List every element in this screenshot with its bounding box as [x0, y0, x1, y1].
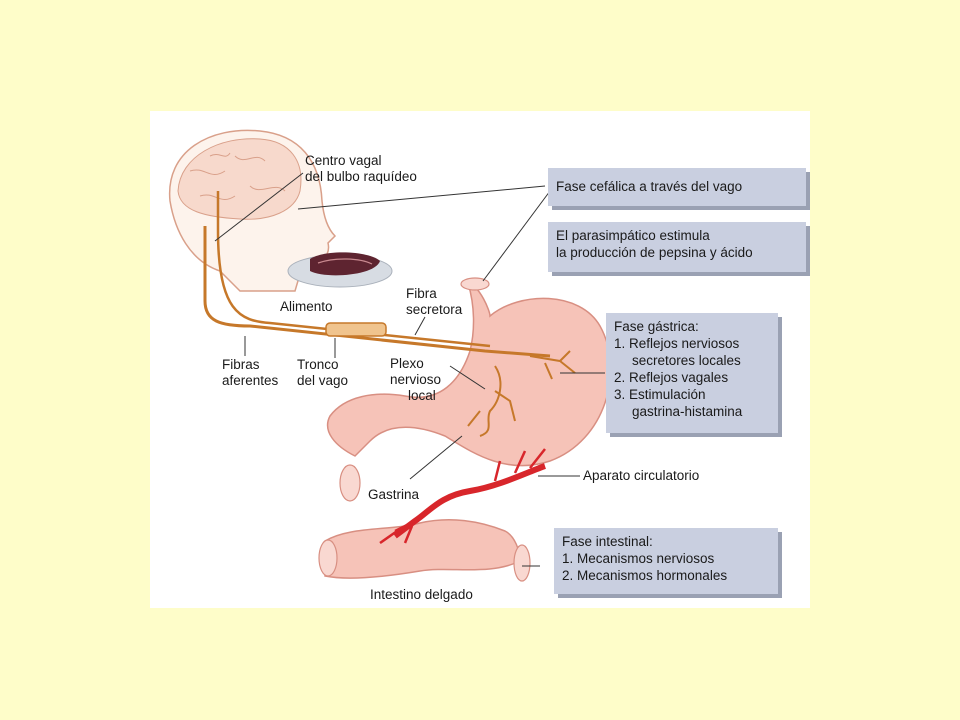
stomach-drawing	[326, 277, 612, 502]
vagus-nerve-drawing	[203, 191, 576, 437]
box-parasimpatico-line1: El parasimpático estimula	[556, 228, 710, 243]
box-fase-gastrica: Fase gástrica: 1. Reflejos nerviosos sec…	[606, 313, 778, 433]
box-parasimpatico-line2: la producción de pepsina y ácido	[556, 245, 753, 260]
label-fibra-secretora-line2: secretora	[406, 302, 463, 317]
diagram-figure: Centro vagal del bulbo raquídeo Alimento…	[150, 111, 810, 608]
box-fase-intestinal: Fase intestinal: 1. Mecanismos nerviosos…	[554, 528, 778, 594]
label-fibra-secretora-line1: Fibra	[406, 286, 437, 301]
label-plexo-nervioso: Plexo nervioso local	[390, 356, 441, 404]
box-fase-gastrica-title: Fase gástrica:	[614, 319, 699, 334]
label-alimento: Alimento	[280, 299, 333, 314]
head-drawing	[168, 129, 337, 292]
label-tronco-vago: Tronco del vago	[297, 357, 348, 389]
digestive-phases-illustration	[168, 129, 612, 582]
box-fase-cefalica: Fase cefálica a través del vago	[548, 168, 806, 206]
label-plexo-nervioso-line1: Plexo	[390, 356, 424, 371]
label-aparato-circulatorio: Aparato circulatorio	[583, 468, 700, 483]
small-intestine-drawing	[318, 519, 531, 582]
label-fibra-secretora: Fibra secretora	[406, 286, 462, 318]
label-tronco-vago-line2: del vago	[297, 373, 349, 388]
box-fase-intestinal-item1: 1. Mecanismos nerviosos	[562, 551, 715, 566]
food-plate-drawing	[287, 252, 393, 288]
label-plexo-nervioso-line2: nervioso	[390, 372, 442, 387]
box-fase-intestinal-title: Fase intestinal:	[562, 534, 653, 549]
label-centro-vagal-line1: Centro vagal	[305, 153, 382, 168]
label-gastrina: Gastrina	[368, 487, 420, 502]
box-fase-intestinal-item2: 2. Mecanismos hormonales	[562, 568, 728, 583]
label-intestino-delgado: Intestino delgado	[370, 587, 473, 602]
label-plexo-nervioso-line3: local	[408, 388, 436, 403]
box-fase-gastrica-item1-line1: 1. Reflejos nerviosos	[614, 336, 740, 351]
box-fase-gastrica-item3-line1: 3. Estimulación	[614, 387, 706, 402]
label-centro-vagal-line2: del bulbo raquídeo	[305, 169, 417, 184]
label-centro-vagal: Centro vagal del bulbo raquídeo	[305, 153, 417, 185]
label-tronco-vago-line1: Tronco	[297, 357, 339, 372]
blood-vessels-drawing	[379, 448, 546, 545]
box-fase-gastrica-item2: 2. Reflejos vagales	[614, 370, 729, 385]
box-fase-gastrica-item3-line2: gastrina-histamina	[632, 404, 743, 419]
label-fibras-aferentes: Fibras aferentes	[222, 357, 278, 389]
pointer-lines	[214, 172, 605, 567]
box-fase-cefalica-text: Fase cefálica a través del vago	[556, 179, 743, 194]
label-fibras-aferentes-line2: aferentes	[222, 373, 279, 388]
label-fibras-aferentes-line1: Fibras	[222, 357, 260, 372]
box-parasimpatico: El parasimpático estimula la producción …	[548, 222, 806, 272]
box-fase-gastrica-item1-line2: secretores locales	[632, 353, 741, 368]
